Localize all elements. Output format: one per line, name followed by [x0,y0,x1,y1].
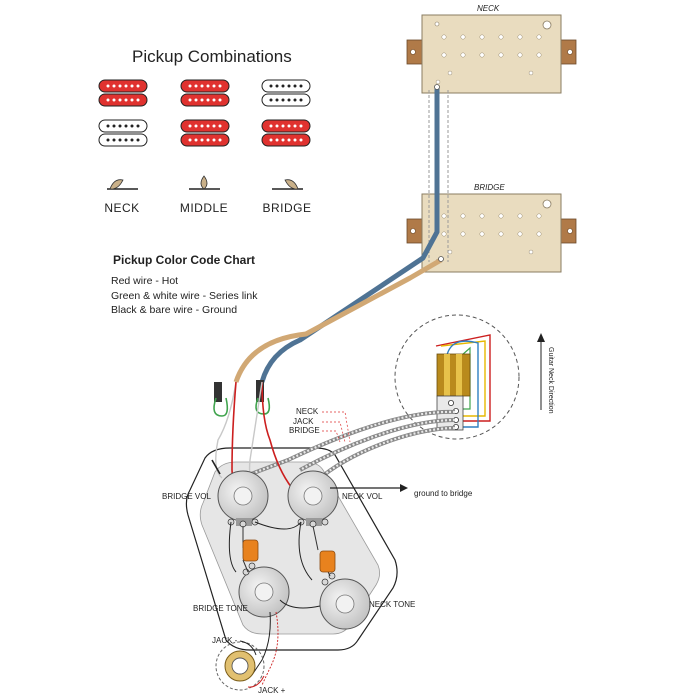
toggle-left-icon [109,179,124,190]
combo-2-2-bridge-coil [180,133,230,147]
combo-1-3-bridge-coil [261,93,311,107]
bridge-tone-label: BRIDGE TONE [193,604,248,613]
combo-2-3-neck-coil [261,119,311,133]
neck-tone-capacitor [319,550,336,573]
combo-1-1-bridge-coil [98,93,148,107]
neck-direction-label: Guitar Neck Direction [547,347,554,414]
bridge-volume-label: BRIDGE VOL [162,492,211,501]
bridge-volume-pot [217,470,269,528]
switch-detail-circle [394,314,520,440]
control-cavity [185,447,398,651]
jack-plus-label: JACK + [258,686,286,695]
toggle-right-icon [284,179,299,190]
neck-volume-pot [287,470,339,528]
neck-tone-label: NECK TONE [369,600,415,609]
switch-wire-neck-label: NECK [296,407,319,416]
combo-2-1-bridge-coil [98,133,148,147]
bridge-tone-capacitor [242,539,259,562]
switch-wire-jack-label: JACK [293,417,314,426]
arrow-right-icon [400,484,408,492]
neck-pickup-cable [259,88,440,383]
neck-volume-label: NECK VOL [342,492,383,501]
color-chart-title: Pickup Color Code Chart [113,253,255,267]
neck-pickup-label: NECK [477,4,500,13]
switch-position-neck: NECK [104,179,139,215]
toggle-middle-icon [200,175,208,190]
combo-1-3-neck-coil [261,79,311,93]
switch-cable [229,409,456,484]
combinations-title: Pickup Combinations [132,47,292,66]
switch-label-neck: NECK [104,201,139,215]
output-jack [215,640,265,691]
bridge-tone-pot [238,562,290,618]
ground-label: ground to bridge [414,489,473,498]
switch-position-middle: MIDDLE [180,175,228,215]
combo-2-2-neck-coil [180,119,230,133]
color-chart-line-ground: Black & bare wire - Ground [111,304,237,316]
switch-label-bridge: BRIDGE [262,201,311,215]
combo-2-1-neck-coil [98,119,148,133]
cavity-wiring [228,484,408,686]
combo-2-3-bridge-coil [261,133,311,147]
combo-1-2-neck-coil [180,79,230,93]
bridge-pickup: BRIDGE [406,183,577,273]
bridge-pickup-cable [233,257,443,383]
neck-pickup: NECK [406,4,577,94]
switch-label-middle: MIDDLE [180,201,228,215]
neck-tone-pot [319,572,371,630]
switch-position-bridge: BRIDGE [262,179,311,215]
arrow-up-icon [537,333,545,342]
combo-1-2-bridge-coil [180,93,230,107]
switch-wire-bridge-label: BRIDGE [289,426,320,435]
neck-direction-indicator: Guitar Neck Direction [537,333,554,414]
combination-grid [98,79,311,147]
tone-capacitors [242,525,336,577]
color-chart-line-hot: Red wire - Hot [111,275,178,287]
color-chart-line-series: Green & white wire - Series link [111,290,258,302]
jack-minus-label: JACK - [212,636,238,645]
combo-1-1-neck-coil [98,79,148,93]
pickup-cables [233,84,449,383]
bridge-pickup-label: BRIDGE [474,183,505,192]
